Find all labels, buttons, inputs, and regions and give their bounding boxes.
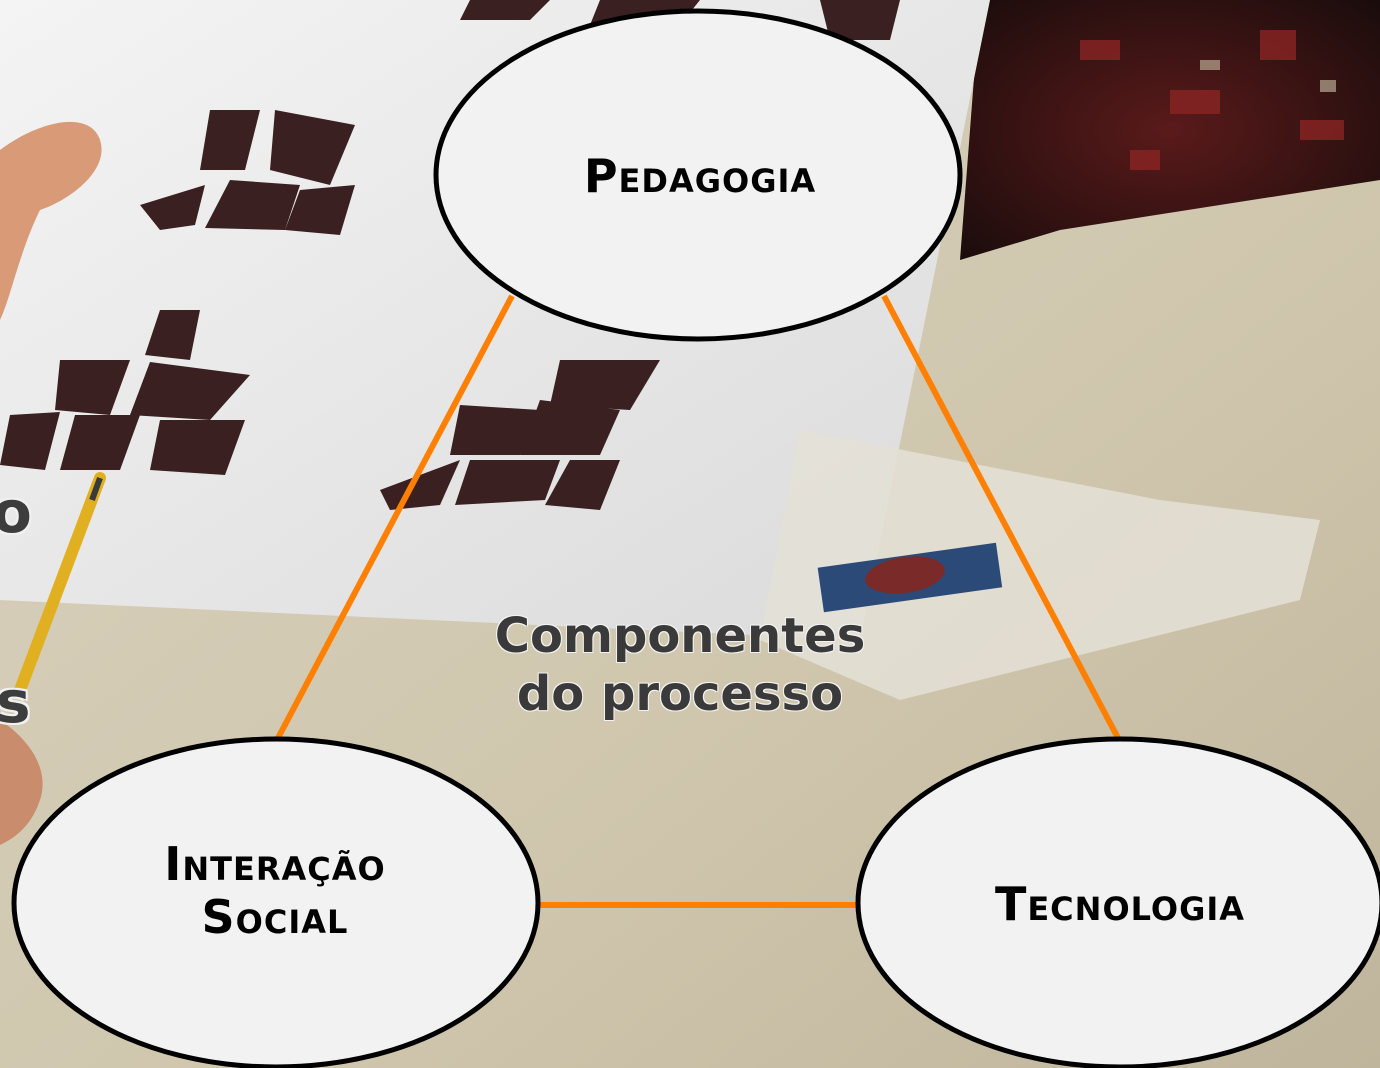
paper-sheet-2 <box>760 430 1320 700</box>
photo-card-circle <box>865 556 945 594</box>
edge-pedagogia-interacao <box>275 294 515 740</box>
center-label-line-1: Componentes <box>494 608 866 664</box>
rug-area <box>960 0 1380 260</box>
center-label: Componentes do processo <box>420 608 940 723</box>
hand-shape-lower <box>0 720 43 845</box>
center-label-line-2: do processo <box>516 665 844 722</box>
paper-pattern-shapes <box>0 0 900 510</box>
hand-shape <box>0 121 102 321</box>
background-text-fragment: s <box>0 668 31 736</box>
node-pedagogia-shape <box>433 8 963 342</box>
rug-pattern-light <box>1200 60 1336 92</box>
diagram-edges <box>275 294 1121 908</box>
node-tecnologia-shape <box>855 736 1380 1068</box>
pencil-tip <box>89 476 103 502</box>
rug-pattern <box>1080 30 1344 170</box>
node-label-pedagogia: Pedagogia <box>583 149 817 203</box>
diagram-nodes <box>11 8 1380 1068</box>
node-interacao-shape <box>11 736 541 1068</box>
node-label-interacao-social: Interação Social <box>164 837 386 944</box>
pencil <box>14 472 106 696</box>
edge-pedagogia-tecnologia <box>881 294 1121 740</box>
node-label-tecnologia: Tecnologia <box>994 877 1246 931</box>
background-text-fragment: o <box>0 478 32 546</box>
